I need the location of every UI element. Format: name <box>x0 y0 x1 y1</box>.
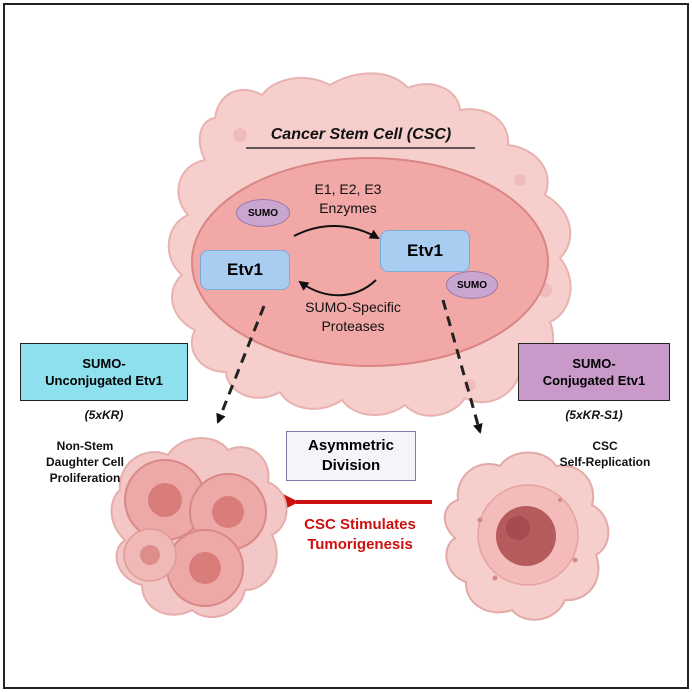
page-title: Cancer Stem Cell (CSC) <box>270 126 452 143</box>
sumo-tag-free: SUMO <box>236 199 290 227</box>
proteases-line: Proteases <box>321 318 385 334</box>
daughter-cell-label: Non-Stem Daughter Cell Proliferation <box>20 438 150 486</box>
conjugated-etv1-box: SUMO- Conjugated Etv1 <box>518 343 670 401</box>
proteases-label: SUMO-Specific Proteases <box>288 298 418 336</box>
unconjugated-etv1-box: SUMO- Unconjugated Etv1 <box>20 343 188 401</box>
vesicle-dot <box>514 174 526 186</box>
enzymes-line: Enzymes <box>319 200 377 216</box>
tumorigenesis-line: Tumorigenesis <box>307 536 413 553</box>
box-line: Conjugated Etv1 <box>542 373 646 388</box>
box-line: SUMO- <box>82 356 126 371</box>
figure-frame <box>3 3 689 689</box>
etv1-unconjugated: Etv1 <box>200 250 290 290</box>
self-replicating-csc <box>443 451 610 621</box>
unconjugated-mutant-label: (5xKR) <box>84 408 124 422</box>
proteases-line: SUMO-Specific <box>305 299 401 315</box>
dashed-arrow-to-csc <box>441 299 483 434</box>
outcome-line: Proliferation <box>49 471 121 485</box>
division-line: Division <box>321 457 381 474</box>
division-line: Asymmetric <box>308 437 394 454</box>
asymmetric-division-box: Asymmetric Division <box>286 431 416 481</box>
self-replication-label: CSC Self-Replication <box>540 438 670 470</box>
conjugated-mutant-label: (5xKR-S1) <box>565 408 623 422</box>
daughter-cell-cluster <box>110 437 288 619</box>
dashed-arrow-to-daughter <box>216 305 266 424</box>
sumo-tag-attached: SUMO <box>446 271 498 299</box>
outcome-line: Daughter Cell <box>45 455 124 469</box>
etv1-conjugated: Etv1 <box>380 230 470 272</box>
outcome-line: Non-Stem <box>56 439 114 453</box>
enzymes-label: E1, E2, E3 Enzymes <box>288 180 408 218</box>
conjugation-arrow <box>293 225 380 239</box>
vesicle-dot <box>233 128 247 142</box>
box-line: SUMO- <box>572 356 616 371</box>
box-line: Unconjugated Etv1 <box>45 373 163 388</box>
outcome-line: CSC <box>592 439 618 453</box>
tumorigenesis-line: CSC Stimulates <box>304 516 416 533</box>
enzymes-line: E1, E2, E3 <box>314 181 382 197</box>
outcome-line: Self-Replication <box>559 455 651 469</box>
tumorigenesis-label: CSC Stimulates Tumorigenesis <box>276 515 444 555</box>
deconjugation-arrow <box>298 279 377 297</box>
